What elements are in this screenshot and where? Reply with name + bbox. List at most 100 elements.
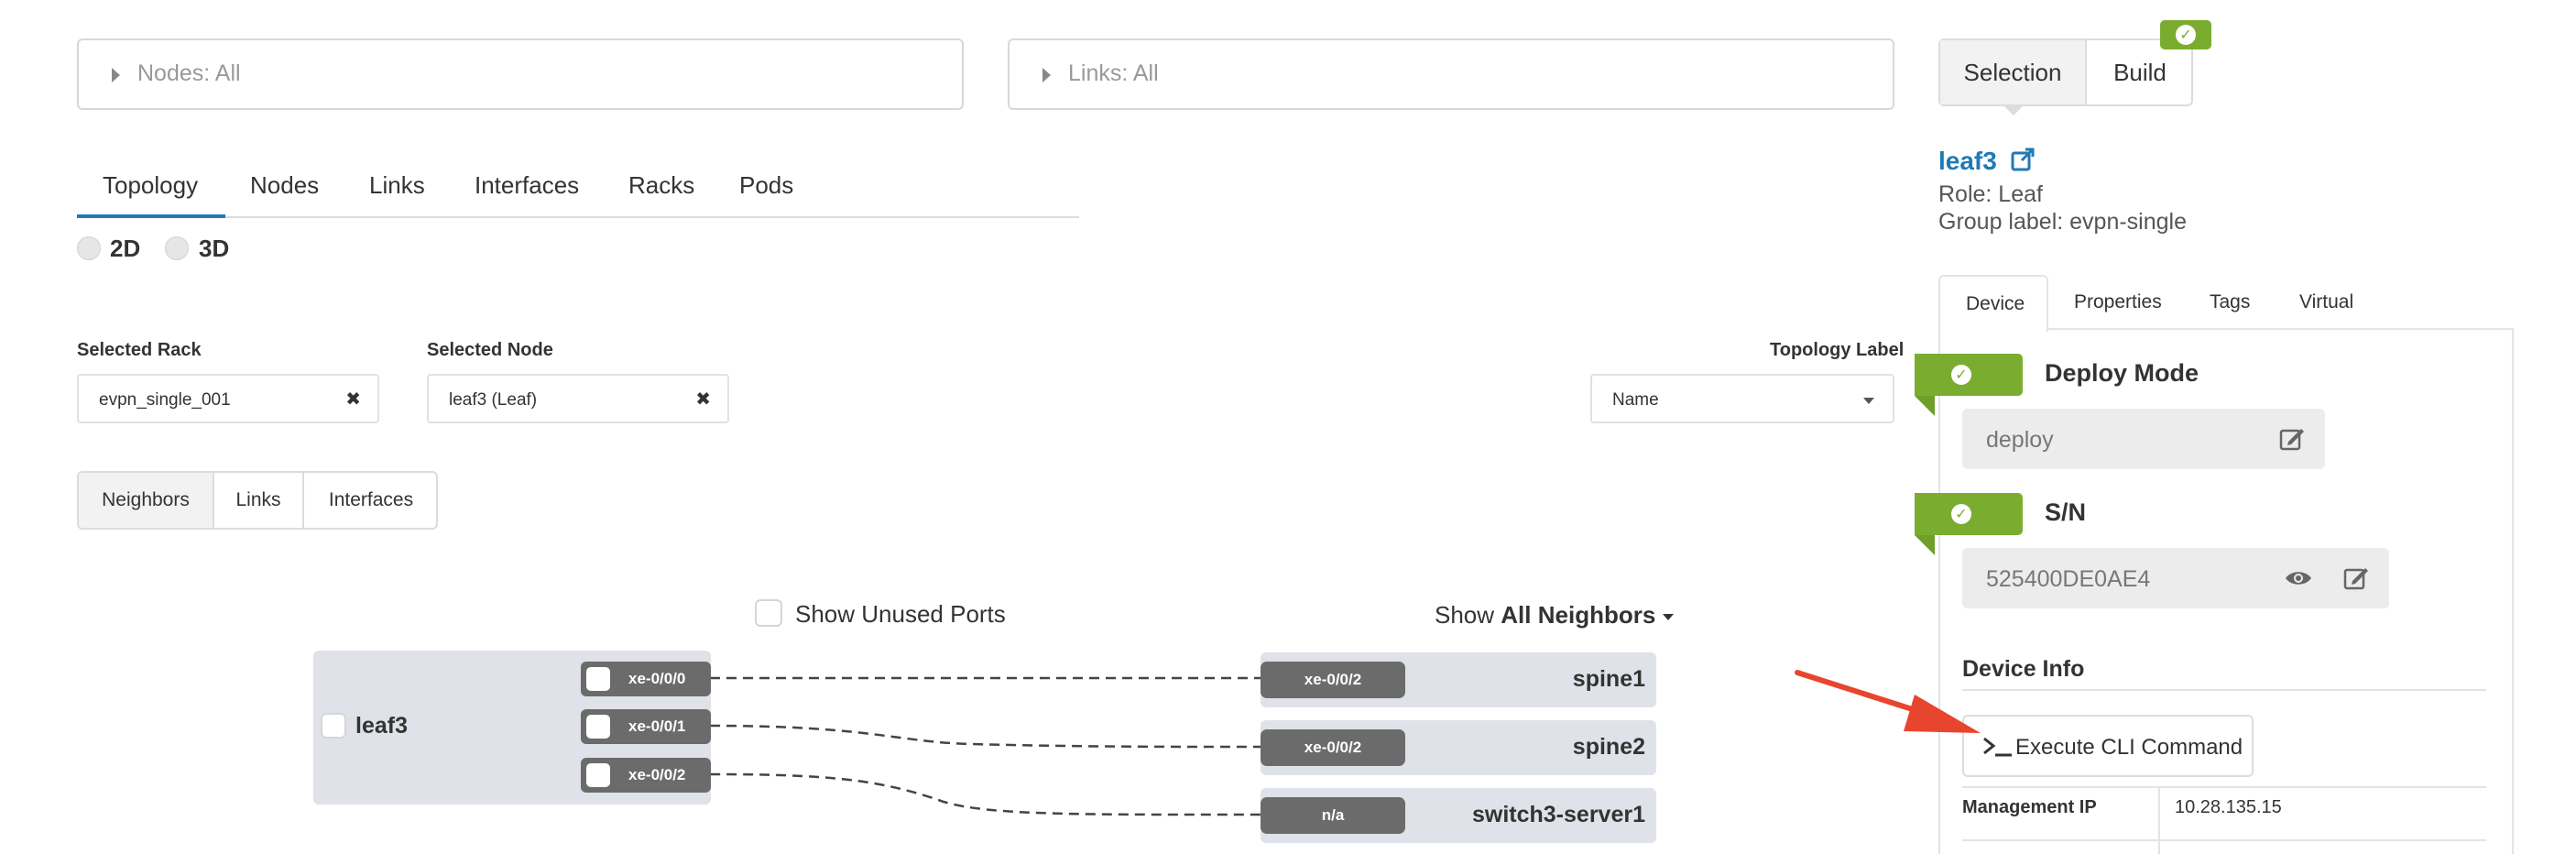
selected-rack-value: evpn_single_001 (99, 390, 231, 410)
check-icon: ✓ (1951, 504, 1971, 524)
tab-virtual[interactable]: Virtual (2299, 291, 2354, 312)
detail-tabs-border (1938, 328, 2514, 854)
tab-device[interactable]: Device (1938, 275, 2048, 332)
chevron-down-icon (1863, 398, 1874, 404)
radio-3d[interactable] (165, 236, 189, 260)
serial-title: S/N (2045, 498, 2087, 526)
execute-cli-label: Execute CLI Command (2015, 735, 2243, 760)
tab-pods[interactable]: Pods (739, 171, 794, 199)
neighbor-view-tabs: Neighbors Links Interfaces (77, 471, 438, 530)
show-unused-ports-checkbox[interactable] (755, 599, 782, 627)
serial-value: 525400DE0AE4 (1986, 566, 2151, 592)
caret-right-icon (1042, 68, 1051, 82)
radio-2d-label: 2D (110, 235, 141, 262)
radio-3d-label: 3D (199, 235, 230, 262)
clear-icon[interactable]: ✖ (695, 389, 711, 410)
row-divider (1962, 786, 2486, 788)
node-checkbox[interactable] (321, 713, 346, 739)
device-info-title: Device Info (1962, 656, 2085, 682)
execute-cli-button[interactable]: Execute CLI Command (1962, 715, 2254, 777)
tab-neighbor-interfaces[interactable]: Interfaces (328, 489, 414, 510)
management-ip-value: 10.28.135.15 (2175, 797, 2282, 817)
selected-rack-label: Selected Rack (77, 340, 202, 360)
tab-topology[interactable]: Topology (103, 171, 199, 199)
neighbor-name: spine2 (1572, 734, 1645, 760)
neighbor-port: xe-0/0/2 (1261, 729, 1405, 766)
tab-neighbors[interactable]: Neighbors (79, 473, 214, 528)
tab-interfaces[interactable]: Interfaces (475, 171, 580, 199)
tab-nodes[interactable]: Nodes (250, 171, 320, 199)
external-link-icon (2010, 147, 2036, 179)
nodes-filter[interactable]: Nodes: All (77, 38, 964, 110)
port-name: xe-0/0/1 (628, 717, 686, 735)
edit-icon[interactable] (2343, 566, 2369, 595)
serial-status-flag: ✓ (1915, 493, 2023, 535)
port-checkbox[interactable] (586, 667, 610, 691)
tab-tags[interactable]: Tags (2210, 291, 2251, 312)
flag-tail (1915, 535, 1935, 555)
deploy-mode-title: Deploy Mode (2045, 359, 2199, 387)
clear-icon[interactable]: ✖ (345, 389, 361, 410)
tab-links[interactable]: Links (369, 171, 425, 199)
deploy-mode-value: deploy (1986, 427, 2054, 453)
management-ip-label: Management IP (1962, 797, 2097, 817)
links-filter[interactable]: Links: All (1008, 38, 1894, 110)
check-icon: ✓ (2176, 25, 2196, 45)
tab-build[interactable]: Build (2113, 58, 2167, 86)
row-divider (1962, 839, 2486, 841)
port-xe-0-0-2[interactable]: xe-0/0/2 (581, 758, 711, 793)
link-line-spine2 (709, 724, 1261, 749)
deploy-mode-field: deploy (1962, 409, 2325, 469)
selected-node-select[interactable]: leaf3 (Leaf) ✖ (427, 374, 729, 423)
topology-label-label: Topology Label (1770, 340, 1905, 360)
port-name: xe-0/0/0 (628, 670, 686, 687)
topology-label-value: Name (1612, 390, 1659, 410)
caret-right-icon (112, 68, 120, 82)
check-icon: ✓ (1951, 365, 1971, 385)
port-checkbox[interactable] (586, 715, 610, 739)
deploy-mode-status-flag: ✓ (1915, 354, 2023, 396)
annotation-arrow (1795, 670, 1981, 733)
show-neighbors-value: All Neighbors (1501, 601, 1656, 629)
tab-bar-divider (77, 216, 1079, 218)
device-info-divider (1962, 689, 2486, 691)
flag-tail (1915, 396, 1935, 416)
radio-2d[interactable] (77, 236, 101, 260)
tab-properties[interactable]: Properties (2074, 291, 2162, 312)
serial-field: 525400DE0AE4 (1962, 548, 2389, 608)
panel-title: leaf3 (1938, 147, 1997, 175)
show-neighbors-dropdown[interactable]: Show All Neighbors (1435, 601, 1674, 630)
table-column-divider (2158, 786, 2160, 854)
edit-icon[interactable] (2279, 427, 2305, 455)
neighbor-spine2[interactable]: xe-0/0/2 spine2 (1261, 720, 1656, 775)
neighbor-port: xe-0/0/2 (1261, 662, 1405, 698)
port-name: xe-0/0/2 (628, 766, 686, 783)
terminal-icon (1982, 737, 2014, 763)
port-xe-0-0-0[interactable]: xe-0/0/0 (581, 662, 711, 696)
build-status-badge: ✓ (2160, 20, 2211, 49)
selected-node-value: leaf3 (Leaf) (449, 390, 538, 410)
selected-rack-select[interactable]: evpn_single_001 ✖ (77, 374, 379, 423)
node-name: leaf3 (355, 713, 408, 739)
neighbor-switch3-server1[interactable]: n/a switch3-server1 (1261, 788, 1656, 843)
neighbor-spine1[interactable]: xe-0/0/2 spine1 (1261, 652, 1656, 707)
tab-racks[interactable]: Racks (628, 171, 695, 199)
topology-label-select[interactable]: Name (1590, 374, 1894, 423)
selection-pointer (2003, 104, 2025, 115)
show-unused-ports-label: Show Unused Ports (795, 600, 1006, 628)
neighbor-name: switch3-server1 (1471, 802, 1645, 827)
port-checkbox[interactable] (586, 763, 610, 787)
port-xe-0-0-1[interactable]: xe-0/0/1 (581, 709, 711, 744)
eye-icon[interactable] (2285, 568, 2312, 593)
nodes-filter-label: Nodes: All (137, 60, 241, 86)
tab-neighbor-links[interactable]: Links (214, 473, 304, 528)
panel-group-label: Group label: evpn-single (1938, 209, 2187, 235)
show-neighbors-prefix: Show (1435, 601, 1495, 629)
selected-node-label: Selected Node (427, 340, 553, 360)
panel-title-link[interactable]: leaf3 (1938, 147, 2036, 179)
tab-selection[interactable]: Selection (1940, 40, 2087, 104)
caret-down-icon (1662, 613, 1674, 620)
neighbor-port: n/a (1261, 797, 1405, 834)
panel-mode-tabs: Selection Build (1938, 38, 2193, 106)
